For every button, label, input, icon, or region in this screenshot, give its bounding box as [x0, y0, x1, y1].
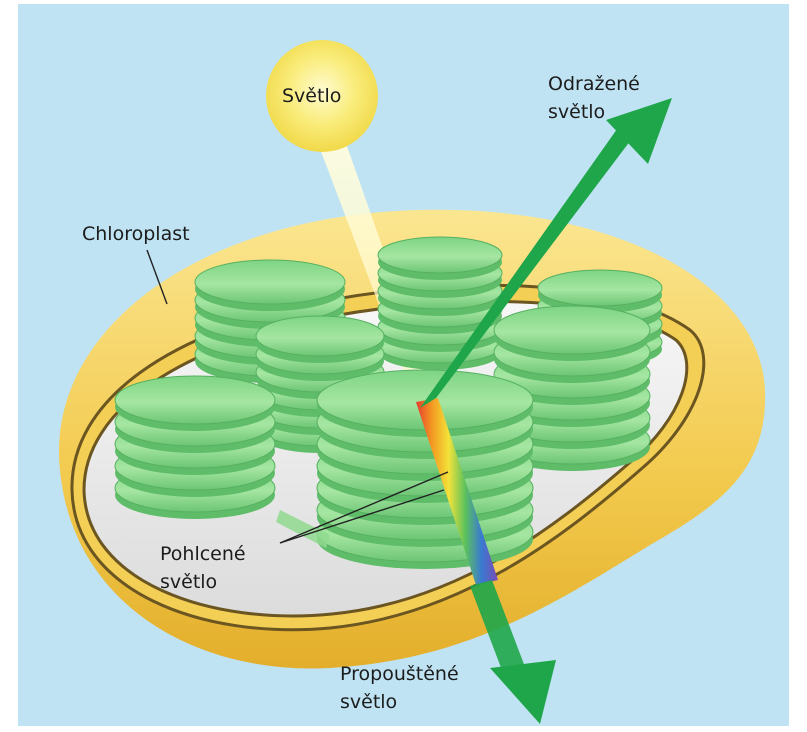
transmitted-light-label-line1: Propouštěné: [340, 662, 459, 687]
absorbed-light-label-line1: Pohlcené: [160, 542, 246, 567]
thylakoid-disc: [378, 237, 502, 273]
granum-stack: [115, 376, 275, 519]
absorbed-light-label-line2: světlo: [160, 570, 217, 595]
light-source-label: Světlo: [282, 84, 341, 109]
chloroplast-label: Chloroplast: [82, 222, 190, 247]
granum-stack: [378, 237, 502, 370]
thylakoid-disc: [494, 306, 650, 354]
transmitted-light-label-line2: světlo: [340, 690, 397, 715]
reflected-light-label-line1: Odražené: [548, 72, 640, 97]
granum-stack: [317, 370, 533, 569]
thylakoid-disc: [115, 376, 275, 424]
thylakoid-disc: [538, 270, 662, 306]
thylakoid-disc: [195, 260, 345, 304]
thylakoid-disc: [256, 316, 384, 356]
reflected-light-label-line2: světlo: [548, 100, 605, 125]
